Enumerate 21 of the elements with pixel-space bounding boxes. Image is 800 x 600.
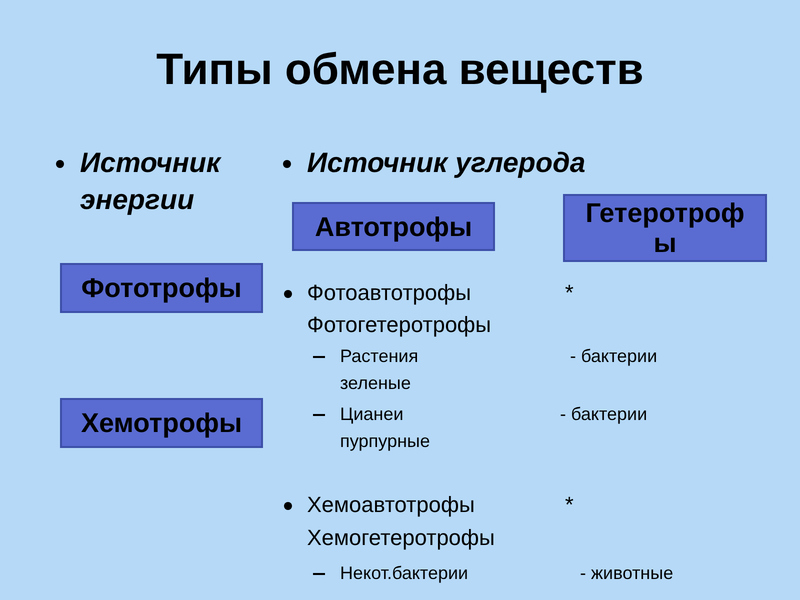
sub-item-text: Некот.бактерии	[340, 562, 468, 584]
sub-item-text: зеленые	[340, 372, 411, 394]
list-item-text: Хемогетеротрофы	[307, 525, 495, 551]
sub-item-text: - бактерии	[560, 403, 648, 425]
sub-item-text: Цианеи	[340, 403, 404, 425]
category-box: Автотрофы	[292, 202, 495, 251]
sub-item-text: Растения	[340, 345, 418, 367]
list-item-text: Хемоавтотрофы	[307, 492, 475, 518]
category-box: Фототрофы	[60, 263, 263, 313]
category-box: Гетеротрофы	[563, 194, 767, 262]
category-box: Хемотрофы	[60, 398, 263, 448]
asterisk-mark: *	[565, 280, 574, 306]
slide-title: Типы обмена веществ	[156, 44, 644, 96]
sub-item-text: - бактерии	[570, 345, 658, 367]
list-item-text: Фотогетеротрофы	[307, 312, 492, 338]
asterisk-mark: *	[565, 492, 574, 518]
sub-item-text: - животные	[580, 562, 674, 584]
bullet-heading: Источник углерода	[307, 146, 586, 180]
bullet-heading: Источник энергии	[80, 146, 222, 217]
sub-item-text: пурпурные	[340, 430, 430, 452]
list-item-text: Фотоавтотрофы	[307, 280, 472, 306]
